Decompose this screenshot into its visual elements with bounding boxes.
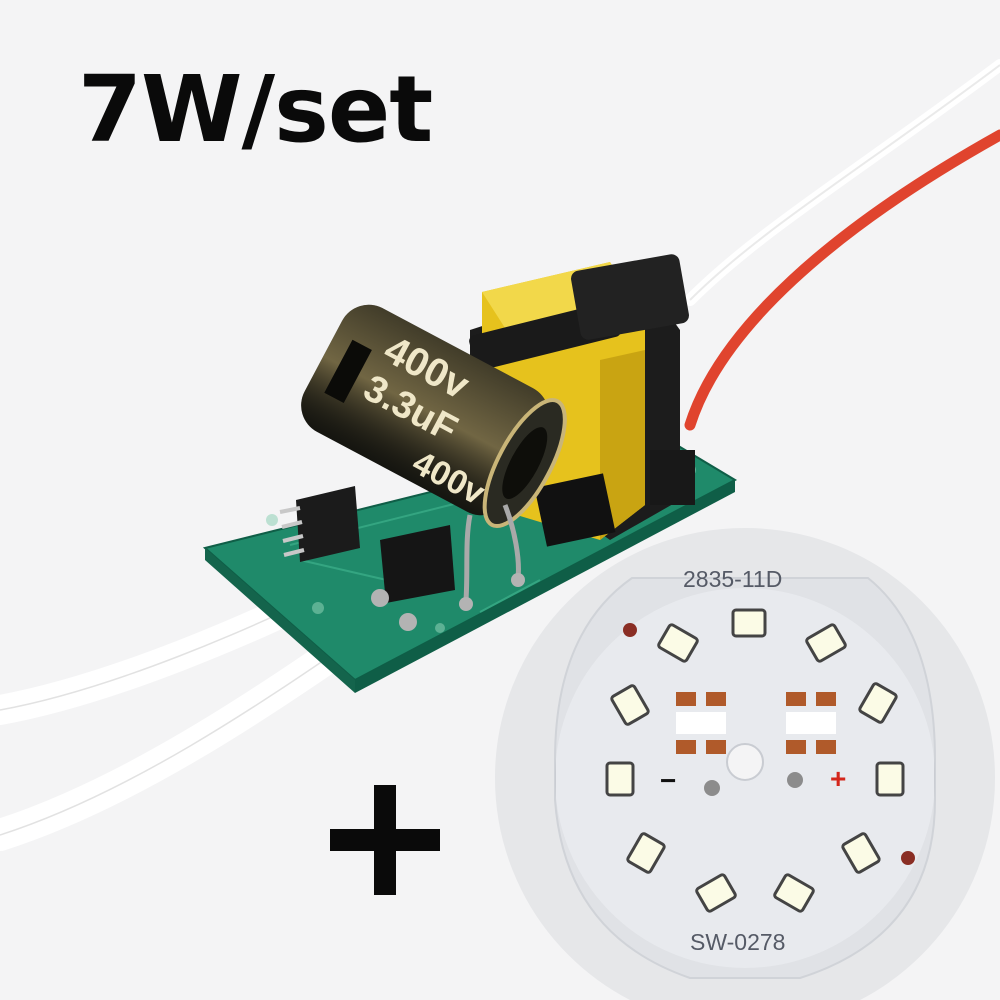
led-chip [657,623,699,663]
led-chip [875,761,905,797]
led-chip [805,623,847,663]
output-wire-red [684,129,1000,431]
plus-sign-icon [330,785,440,895]
solder-pad-minus [704,780,720,796]
led-chip [610,684,650,726]
solder-pad-plus [787,772,803,788]
capacitor-lead-2 [502,504,521,579]
led-chip [626,832,666,874]
corner-hole-1 [623,623,637,637]
title-text: 7W/set [78,56,433,163]
plus-label: + [830,763,846,794]
model-bottom-label: SW-0278 [690,929,785,955]
led-board: − + 2835-11D SW-0278 [495,528,995,1000]
led-chip [773,873,815,913]
led-chip [731,608,767,638]
center-mount-hole [726,743,764,781]
ic-chip [279,486,455,603]
corner-hole-2 [901,851,915,865]
led-chip [858,682,898,724]
electrolytic-capacitor: 400v 3.3uF 400v [301,304,567,529]
model-top-label: 2835-11D [683,566,782,592]
led-chip [695,873,737,913]
led-chip [841,832,881,874]
led-chip [605,761,635,797]
capacitor-lead-1 [463,514,473,601]
led-chips [605,608,905,913]
minus-label: − [660,765,676,796]
